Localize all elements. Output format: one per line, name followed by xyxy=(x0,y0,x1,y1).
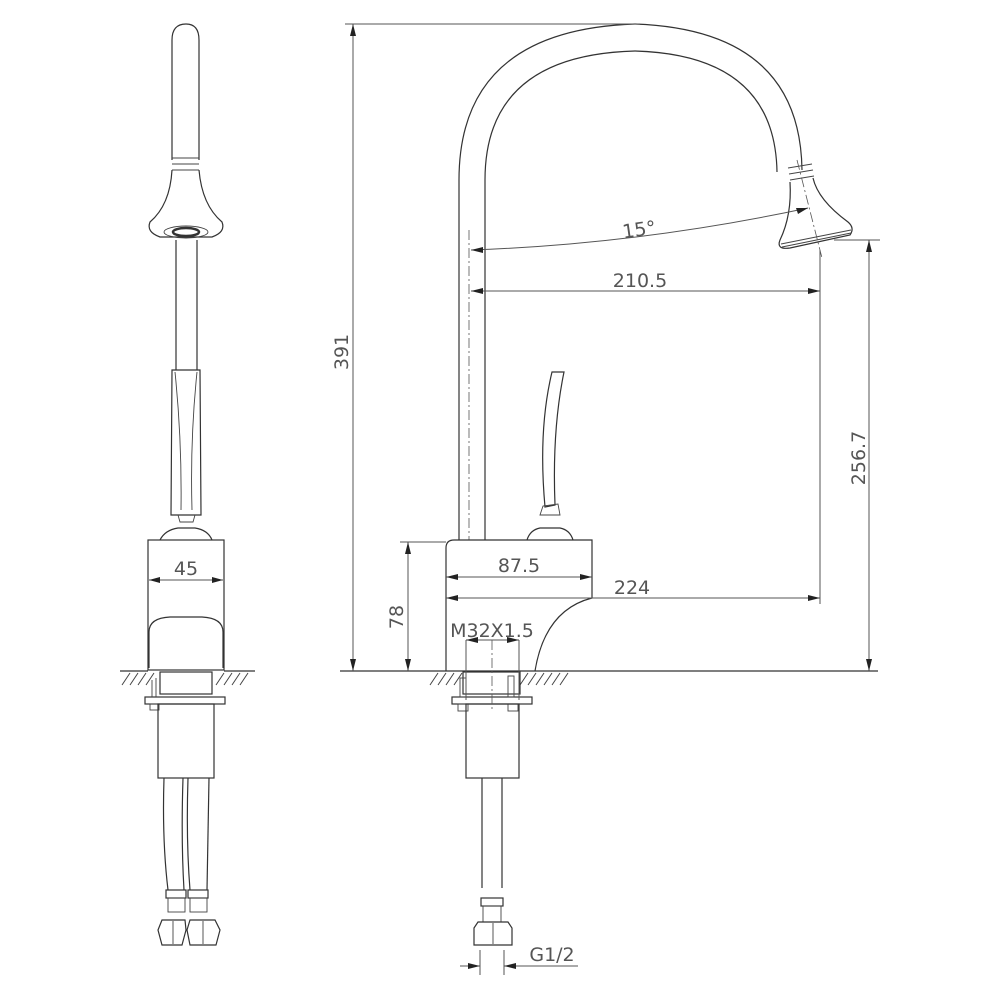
front-lever-base xyxy=(526,527,574,541)
front-spray-head xyxy=(778,177,853,249)
front-shank xyxy=(465,703,520,779)
dim-body-depth: 87.5 xyxy=(498,555,540,577)
dim-outlet-height: 256.7 xyxy=(848,431,870,485)
dim-spout-angle: 15° xyxy=(621,217,657,243)
dim-body-height: 78 xyxy=(386,605,408,629)
dim-spout-reach: 210.5 xyxy=(613,270,667,292)
dim-hose-connection: G1/2 xyxy=(529,944,574,966)
front-lever-handle xyxy=(542,371,565,508)
side-lever-recess xyxy=(148,616,224,668)
dim-mount-thread: M32X1.5 xyxy=(450,620,534,642)
side-hose-nut-right xyxy=(186,919,221,946)
front-hose-nut xyxy=(473,921,513,946)
side-handle-holder xyxy=(170,369,202,516)
side-spout-tube xyxy=(171,23,200,160)
dim-total-depth: 224 xyxy=(614,577,650,599)
front-view: 391 78 87.5 224 210.5 15° 256.7 xyxy=(331,23,880,975)
side-hose-nut-left xyxy=(157,919,187,946)
side-view: 45 xyxy=(120,23,255,946)
side-shank xyxy=(157,703,215,779)
side-mount-washer xyxy=(144,696,226,705)
front-spout-inner xyxy=(484,50,778,540)
dim-body-width: 45 xyxy=(174,558,198,580)
side-body xyxy=(147,539,225,671)
dim-total-height: 391 xyxy=(331,334,353,370)
